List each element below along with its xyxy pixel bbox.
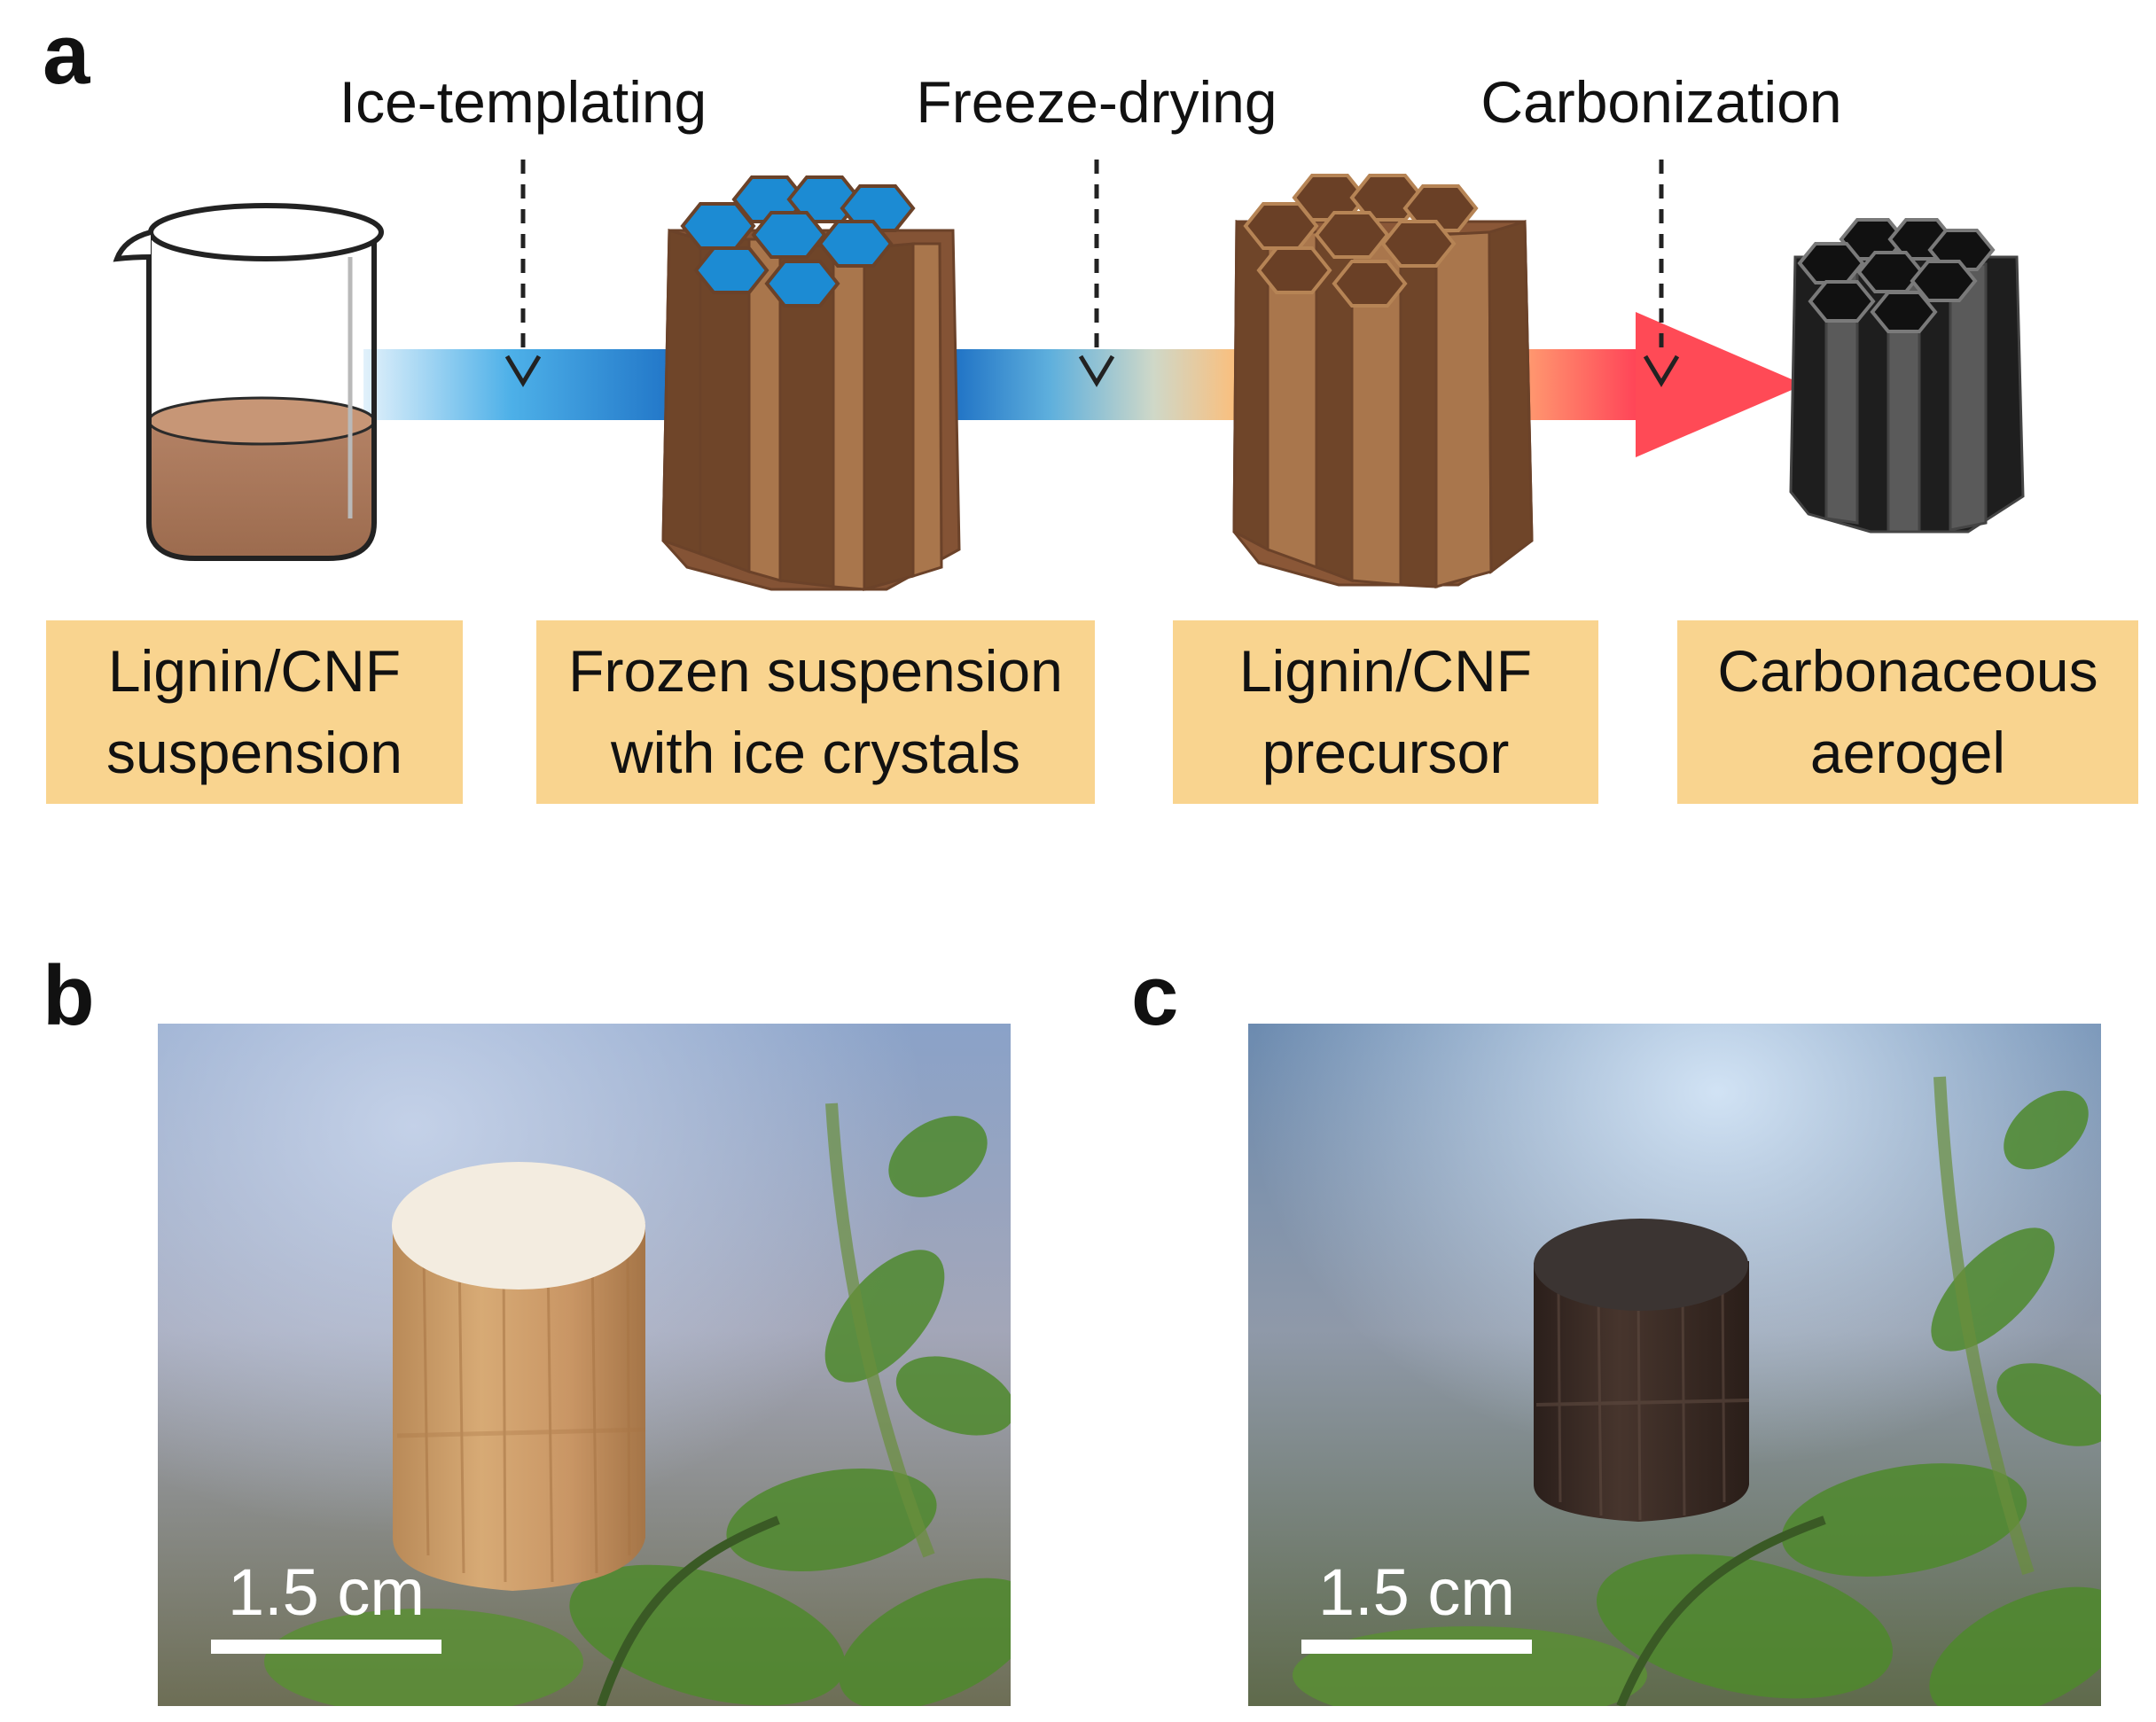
panel-label-c: c — [1131, 948, 1179, 1043]
step-label-carbonization: Carbonization — [1480, 69, 1842, 135]
carbon-honeycomb-icon — [1789, 218, 2025, 534]
ice-templating-band — [363, 349, 691, 420]
process-schematic — [113, 160, 2025, 591]
stage-box-aerogel: Carbonaceous aerogel — [1677, 620, 2138, 804]
scale-label-b: 1.5 cm — [227, 1555, 426, 1629]
freeze-drying-band — [949, 349, 1241, 420]
stage-box-frozen: Frozen suspension with ice crystals — [536, 620, 1095, 804]
dashed-arrow-ice-templating — [504, 160, 542, 387]
precursor-cylinder — [392, 1162, 646, 1591]
step-label-ice-templating: Ice-templating — [339, 69, 707, 135]
dashed-arrow-freeze-drying — [1078, 160, 1115, 387]
dashed-arrow-carbonization — [1643, 160, 1680, 387]
photo-aerogel — [1248, 1024, 2101, 1706]
photo-aerogel-image — [1248, 1024, 2101, 1706]
frozen-honeycomb-icon — [661, 175, 961, 591]
aerogel-cylinder — [1534, 1219, 1750, 1522]
photo-precursor-image — [158, 1024, 1011, 1706]
scale-bar-c — [1301, 1640, 1532, 1654]
precursor-honeycomb-icon — [1232, 174, 1534, 588]
stage-box-precursor: Lignin/CNF precursor — [1173, 620, 1598, 804]
panel-label-b: b — [43, 948, 95, 1043]
scale-bar-b — [211, 1640, 441, 1654]
step-label-freeze-drying: Freeze-drying — [916, 69, 1277, 135]
photo-precursor — [158, 1024, 1011, 1706]
panel-label-a: a — [43, 7, 90, 102]
stage-box-suspension: Lignin/CNF suspension — [46, 620, 463, 804]
beaker-icon — [113, 203, 384, 561]
carbonization-arrow — [1525, 312, 1804, 457]
scale-label-c: 1.5 cm — [1317, 1555, 1516, 1629]
